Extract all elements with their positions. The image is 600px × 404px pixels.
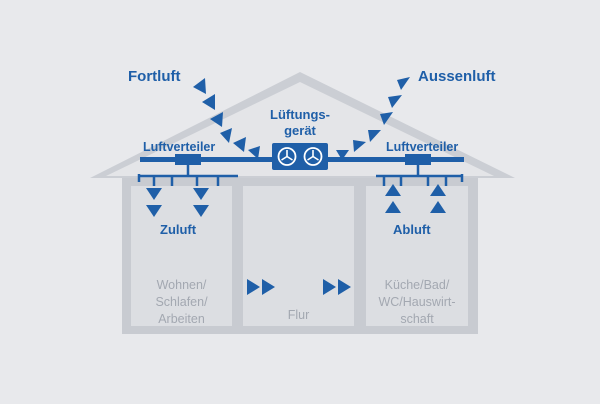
abluft-arrows [385,184,446,213]
triangle-arrow-icon [233,137,246,152]
zuluft-arrows [146,188,209,217]
room-label-left-line2: Schlafen/ [155,295,208,309]
room-label-right: Küche/Bad/ WC/Hauswirt- schaft [366,277,468,328]
label-lueftungsgeraet-line2: gerät [284,123,316,138]
room-label-right-line2: WC/Hauswirt- [378,295,456,309]
distributor-right [405,154,431,165]
roof-inner [106,82,494,176]
label-abluft: Abluft [393,222,431,237]
triangle-arrow-icon [193,205,209,217]
triangle-arrow-icon [388,95,402,108]
room-label-left-line3: Arbeiten [158,312,205,326]
triangle-arrow-icon [220,128,232,143]
triangle-arrow-icon [202,94,215,110]
room-right [366,186,468,326]
triangle-arrow-icon [193,78,206,94]
triangle-arrow-icon [353,140,366,152]
label-lueftungsgeraet-line1: Lüftungs- [270,107,330,122]
distributor-left [175,154,201,165]
room-middle [243,186,354,326]
triangle-arrow-icon [338,279,351,295]
label-aussenluft: Aussenluft [418,68,496,85]
room-left [131,186,232,326]
distribution-ducts-left [137,165,238,186]
triangle-arrow-icon [210,112,223,127]
room-label-right-line3: schaft [400,312,434,326]
triangle-arrow-icon [430,184,446,196]
triangle-arrow-icon [380,112,393,125]
triangle-arrow-icon [193,188,209,200]
label-fortluft: Fortluft [128,68,181,85]
label-lueftungsgeraet: Lüftungs- gerät [268,107,332,139]
triangle-arrow-icon [397,77,410,90]
ventilation-unit-fan-icon [272,143,328,170]
triangle-arrow-icon [385,184,401,196]
room-label-middle: Flur [287,308,310,322]
triangle-arrow-icon [385,201,401,213]
label-luftverteiler-left: Luftverteiler [143,140,216,154]
flur-arrows [247,279,351,295]
fortluft-arrows [193,78,260,159]
label-luftverteiler-right: Luftverteiler [386,140,459,154]
label-zuluft: Zuluft [160,222,197,237]
room-label-right-line1: Küche/Bad/ [384,278,450,292]
triangle-arrow-icon [247,279,260,295]
distribution-ducts-right [376,165,464,186]
triangle-arrow-icon [146,205,162,217]
triangle-arrow-icon [336,150,349,160]
triangle-arrow-icon [323,279,336,295]
triangle-arrow-icon [146,188,162,200]
room-label-left: Wohnen/ Schlafen/ Arbeiten [131,277,232,328]
triangle-arrow-icon [430,201,446,213]
room-label-left-line1: Wohnen/ [156,278,207,292]
aussenluft-arrows [336,77,410,160]
triangle-arrow-icon [248,146,260,159]
triangle-arrow-icon [368,130,381,142]
triangle-arrow-icon [262,279,275,295]
